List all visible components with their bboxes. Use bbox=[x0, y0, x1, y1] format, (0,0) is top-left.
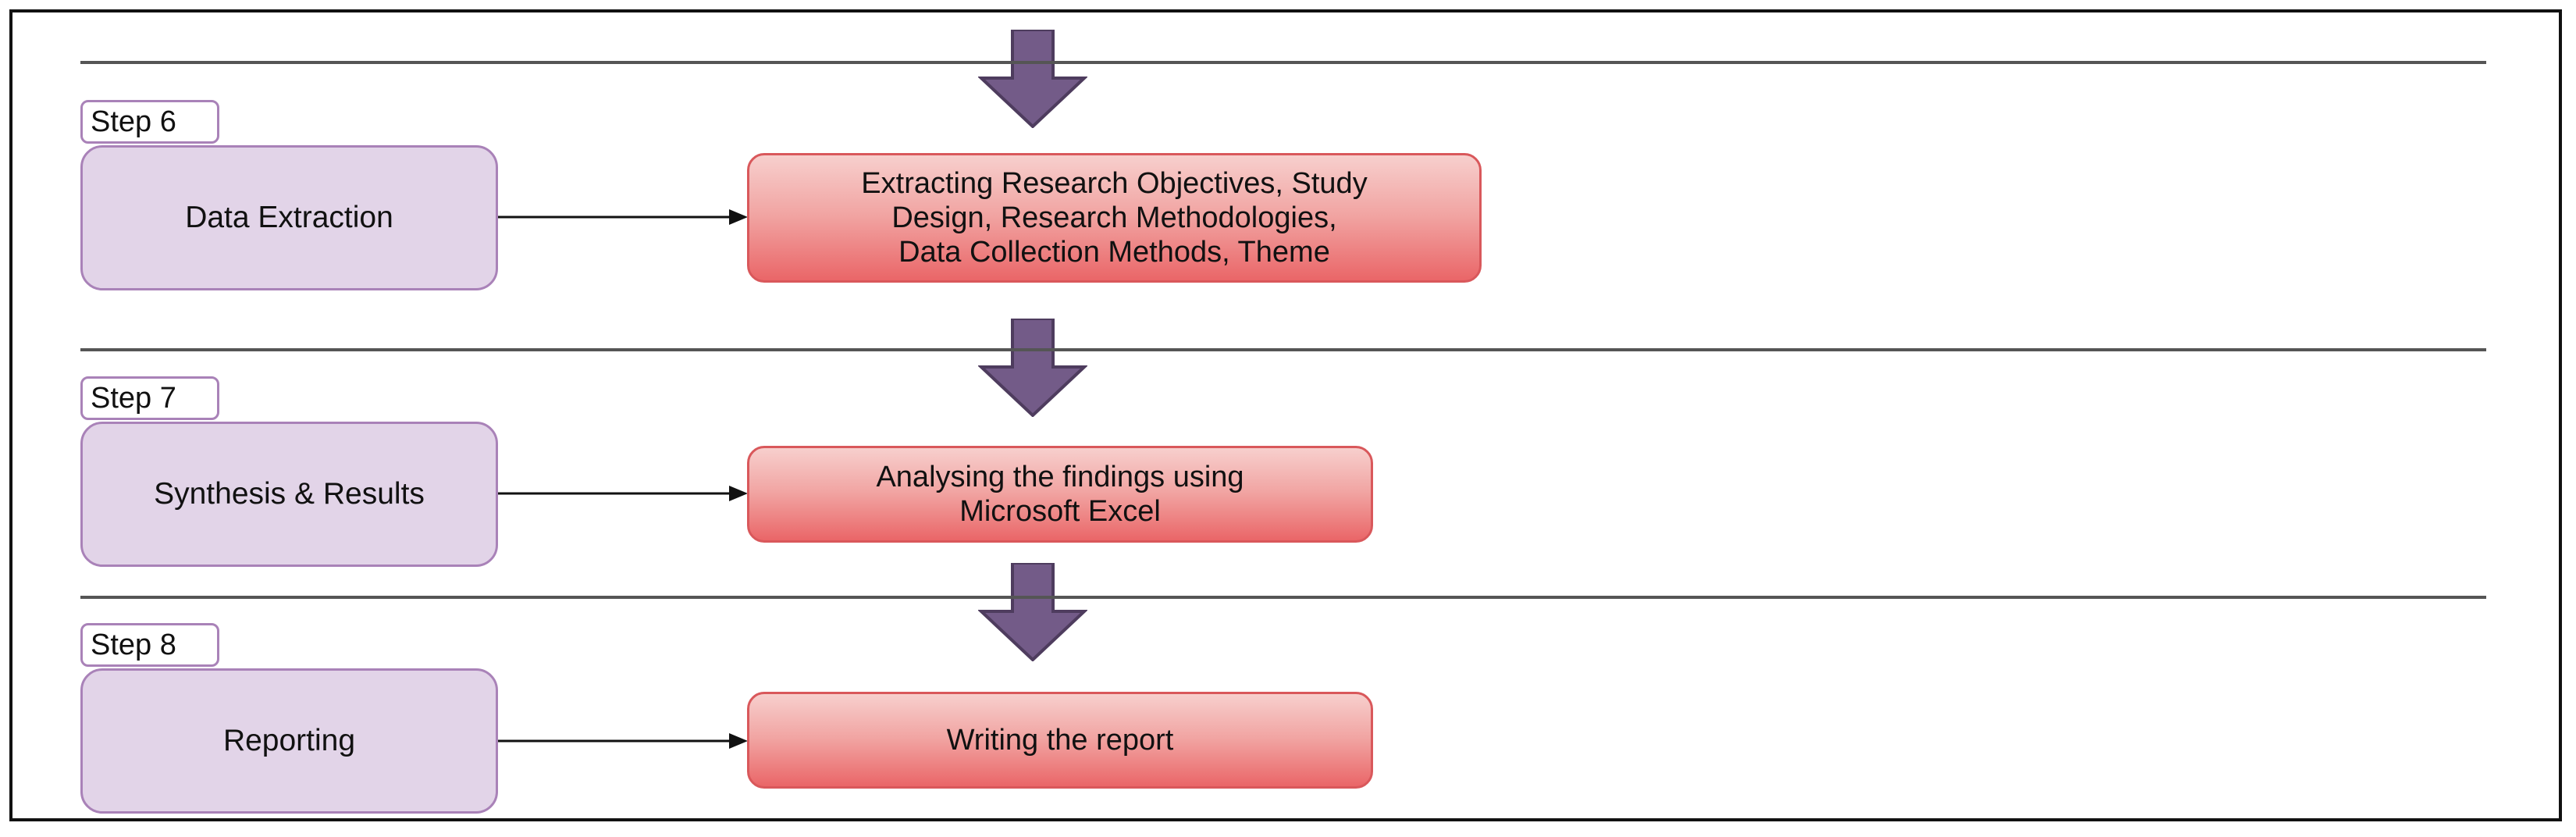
flow-down-arrow-icon bbox=[978, 563, 1087, 661]
step-8-label: Step 8 bbox=[80, 623, 219, 667]
synthesis-results-detail: Analysing the findings using Microsoft E… bbox=[747, 446, 1373, 543]
detail-text: Extracting Research Objectives, Study De… bbox=[861, 166, 1367, 269]
detail-line: Extracting Research Objectives, Study bbox=[861, 167, 1368, 200]
step-7-label: Step 7 bbox=[80, 376, 219, 420]
detail-line: Design, Research Methodologies, bbox=[891, 201, 1337, 234]
connector-arrow-icon bbox=[498, 209, 748, 225]
detail-line: Writing the report bbox=[946, 724, 1174, 757]
connector-arrow-icon bbox=[498, 486, 748, 501]
section-divider bbox=[80, 348, 2486, 351]
step-6-label: Step 6 bbox=[80, 100, 219, 144]
reporting-stage: Reporting bbox=[80, 668, 498, 814]
detail-text: Writing the report bbox=[947, 723, 1174, 757]
synthesis-results-stage: Synthesis & Results bbox=[80, 422, 498, 567]
diagram-frame bbox=[9, 9, 2562, 821]
connector-arrow-icon bbox=[498, 733, 748, 749]
flow-down-arrow-icon bbox=[978, 30, 1087, 128]
data-extraction-detail: Extracting Research Objectives, Study De… bbox=[747, 153, 1482, 283]
detail-line: Analysing the findings using bbox=[876, 461, 1244, 493]
detail-line: Microsoft Excel bbox=[959, 495, 1161, 528]
section-divider bbox=[80, 596, 2486, 599]
detail-line: Data Collection Methods, Theme bbox=[898, 236, 1330, 269]
reporting-detail: Writing the report bbox=[747, 692, 1373, 789]
section-divider bbox=[80, 61, 2486, 64]
detail-text: Analysing the findings using Microsoft E… bbox=[876, 460, 1244, 529]
flow-down-arrow-icon bbox=[978, 319, 1087, 417]
data-extraction-stage: Data Extraction bbox=[80, 145, 498, 290]
